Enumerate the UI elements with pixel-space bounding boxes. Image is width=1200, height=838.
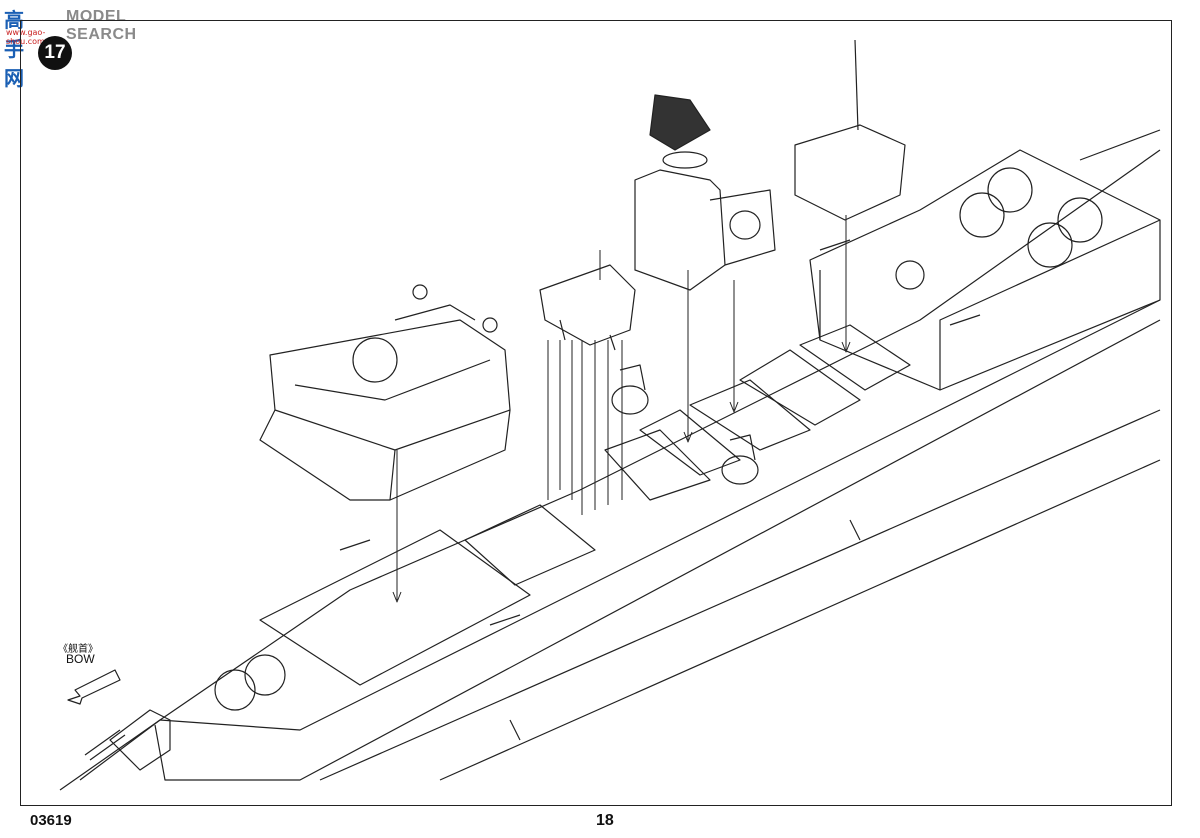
ship-assembly-drawing: [59, 39, 1161, 791]
main-gun: [84, 709, 171, 771]
bow-label-chinese: 《舰首》: [58, 644, 98, 655]
deck-panels: [259, 324, 911, 686]
page-frame: [20, 20, 1172, 806]
life-rafts: [339, 239, 981, 626]
watermark-url: www.gao-shou.com: [6, 28, 46, 46]
ciws-turrets: [611, 364, 759, 485]
forward-superstructure: [259, 284, 511, 501]
bow-label: BOW: [66, 652, 95, 666]
vls-rosettes: [214, 167, 1103, 711]
kit-number: 03619: [30, 812, 72, 829]
hull-outline: [59, 149, 1161, 791]
page-number: 18: [596, 812, 614, 829]
aft-superstructure: [809, 129, 1161, 391]
radar-mast: [634, 94, 776, 291]
watermark-chinese: 高手网: [4, 8, 25, 90]
step-number-badge: 17: [38, 36, 72, 70]
assembly-arrows: [392, 215, 851, 603]
missile-launcher: [539, 264, 636, 351]
bow-direction-arrow: [67, 669, 121, 705]
aft-mast-block: [794, 39, 906, 221]
